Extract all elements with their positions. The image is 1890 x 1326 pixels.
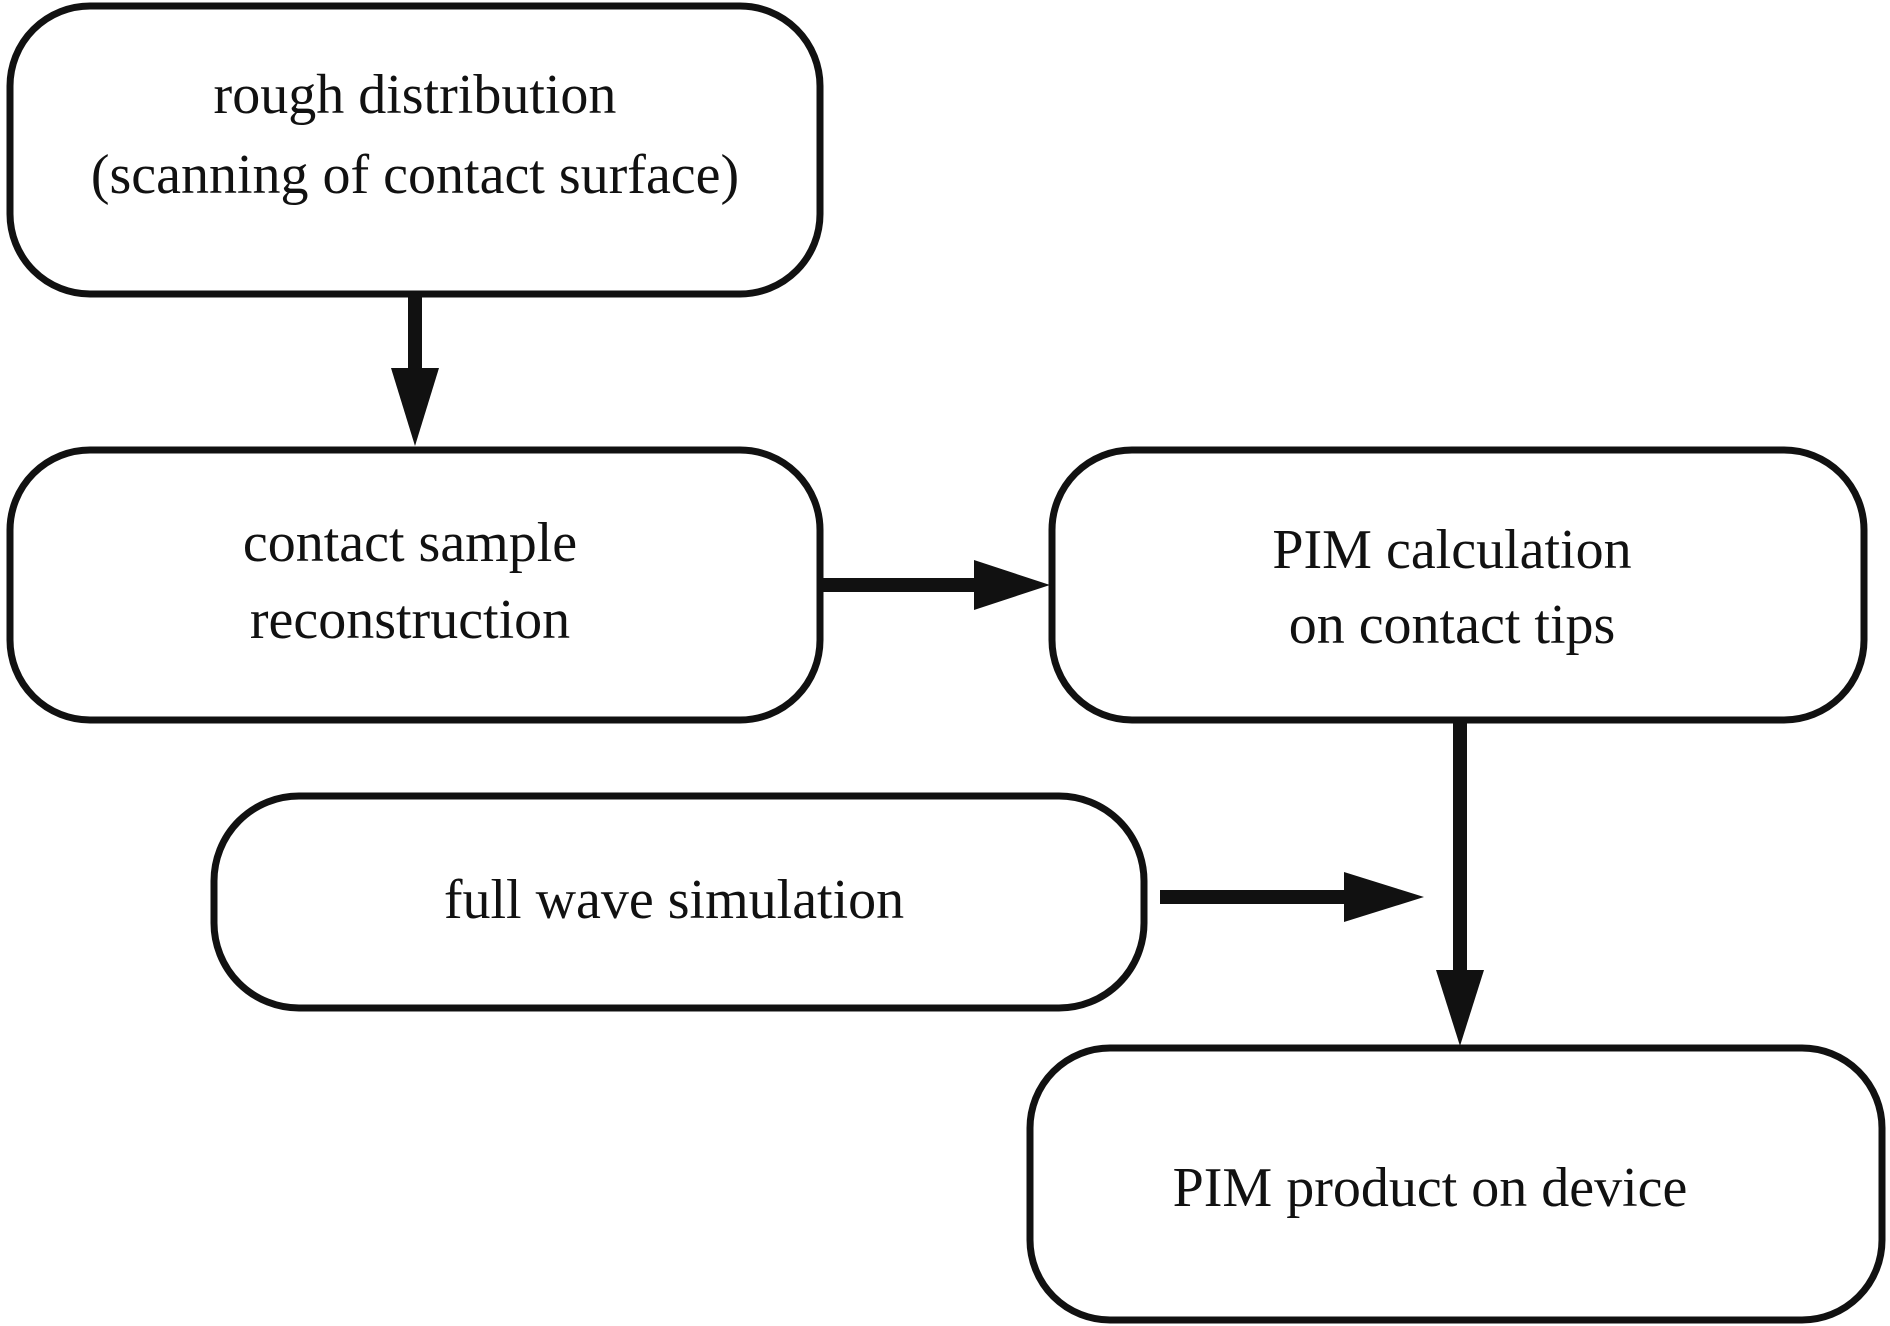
node-contact-sample-line2: reconstruction <box>250 589 570 651</box>
node-rough-distribution: rough distribution (scanning of contact … <box>6 2 824 298</box>
node-pim-calculation-line1: PIM calculation <box>1272 519 1631 581</box>
node-full-wave-simulation-box <box>210 792 1148 1012</box>
arrow-full-wave-to-pim-product-head <box>1344 872 1424 922</box>
arrow-rough-to-contact-sample <box>391 294 439 446</box>
arrow-contact-sample-to-pim-calculation-head <box>974 560 1050 610</box>
arrow-contact-sample-to-pim-calculation <box>820 560 1050 610</box>
node-pim-calculation: PIM calculation on contact tips <box>1048 446 1868 724</box>
node-pim-calculation-box <box>1048 446 1868 724</box>
arrow-rough-to-contact-sample-head <box>391 368 439 446</box>
arrow-pim-calculation-to-pim-product-head <box>1436 970 1484 1046</box>
node-rough-distribution-line2: (scanning of contact surface) <box>91 144 739 206</box>
node-pim-product-box <box>1026 1044 1886 1324</box>
node-pim-product: PIM product on device <box>1026 1044 1886 1324</box>
node-pim-calculation-line2: on contact tips <box>1289 594 1616 656</box>
node-contact-sample: contact sample reconstruction <box>6 446 824 724</box>
node-contact-sample-line1: contact sample <box>243 512 577 574</box>
node-pim-product-line1: PIM product on device <box>1173 1157 1688 1219</box>
node-contact-sample-box <box>6 446 824 724</box>
node-full-wave-simulation-line1: full wave simulation <box>444 869 904 931</box>
arrow-pim-calculation-to-pim-product <box>1436 720 1484 1046</box>
node-rough-distribution-line1: rough distribution <box>214 64 617 126</box>
arrow-full-wave-to-pim-product <box>1160 872 1424 922</box>
node-full-wave-simulation: full wave simulation <box>210 792 1148 1012</box>
